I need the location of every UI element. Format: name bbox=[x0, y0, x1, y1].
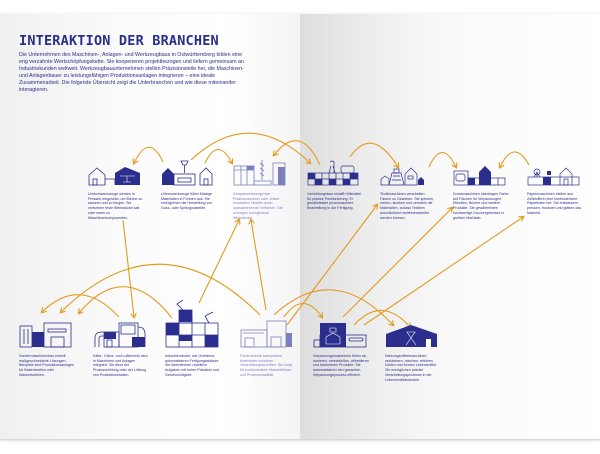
branch-hvac: Kälte-, Klima- und Lufttechnik wird in M… bbox=[93, 320, 149, 378]
forming-tools-icon bbox=[88, 167, 140, 186]
branch-fixture-construction: Vorrichtungsbau schafft Hilfsmittel für … bbox=[307, 160, 363, 211]
branch-description: Papiermaschinen stellen aus Zellstoffbre… bbox=[527, 192, 582, 215]
branch-description: Druckmaschinen übertragen Farbe auf Fläc… bbox=[453, 192, 509, 220]
branch-description: Urformwerkzeuge füllen flüssige Material… bbox=[161, 192, 213, 211]
branch-printing-machines: Druckmaschinen übertragen Farbe auf Fläc… bbox=[453, 160, 509, 220]
hvac-icon bbox=[94, 322, 146, 348]
fixture-construction-icon bbox=[307, 160, 359, 186]
branch-forming-tools: Umformwerkzeuge werden in Pressen einges… bbox=[88, 160, 144, 220]
branch-description: Fördertechnik transportiert Materialien … bbox=[240, 354, 292, 377]
conveyor-technology-icon bbox=[240, 320, 292, 348]
special-machinery-icon bbox=[19, 322, 72, 348]
branch-conveyor-technology: Fördertechnik transportiert Materialien … bbox=[240, 320, 296, 378]
branch-description: Sondermaschinenbau erstellt maßgeschneid… bbox=[19, 354, 74, 377]
packaging-machines-icon bbox=[313, 323, 367, 348]
textile-machines-icon bbox=[380, 167, 424, 186]
primary-forming-tools-icon bbox=[162, 160, 213, 186]
branch-food-machines: Nahrungsmittelmaschinen zerkleinern, mis… bbox=[385, 320, 441, 382]
branch-special-machinery: Sondermaschinenbau erstellt maßgeschneid… bbox=[19, 320, 75, 378]
page-title: INTERAKTION DER BRANCHEN bbox=[19, 33, 219, 49]
food-machines-icon bbox=[386, 325, 437, 347]
industrial-robots-icon bbox=[165, 300, 219, 348]
printing-machines-icon bbox=[453, 166, 506, 186]
branch-description: Umformwerkzeuge werden in Pressen einges… bbox=[88, 192, 143, 220]
branch-description: Zerspanwerkzeuge wie Präzisionsbohrer od… bbox=[233, 192, 283, 220]
left-page bbox=[0, 14, 300, 439]
branch-textile-machines: Textilmaschinen verarbeiten Fasern zu Ge… bbox=[380, 160, 436, 220]
branch-description: Vorrichtungsbau schafft Hilfsmittel für … bbox=[307, 192, 362, 211]
branch-primary-forming-tools: Urformwerkzeuge füllen flüssige Material… bbox=[161, 160, 217, 211]
branch-description: Verpackungsmaschinen füllen ab, dosieren… bbox=[313, 354, 369, 377]
branch-paper-machines: Papiermaschinen stellen aus Zellstoffbre… bbox=[527, 160, 583, 216]
cutting-tools-icon bbox=[233, 160, 286, 186]
branch-cutting-tools: Zerspanwerkzeuge wie Präzisionsbohrer od… bbox=[233, 160, 289, 220]
branch-industrial-robots: Industrieroboter, wie Greifarme, automat… bbox=[165, 300, 221, 378]
branch-description: Textilmaschinen verarbeiten Fasern zu Ge… bbox=[380, 192, 435, 220]
branch-description: Nahrungsmittelmaschinen zerkleinern, mis… bbox=[385, 354, 438, 382]
branch-packaging-machines: Verpackungsmaschinen füllen ab, dosieren… bbox=[313, 320, 369, 378]
branch-description: Kälte-, Klima- und Lufttechnik wird in M… bbox=[93, 354, 148, 377]
branch-description: Industrieroboter, wie Greifarme, automat… bbox=[165, 354, 220, 377]
paper-machines-icon bbox=[527, 167, 580, 186]
intro-text: Die Unternehmen des Maschinen-, Anlagen-… bbox=[19, 52, 244, 93]
